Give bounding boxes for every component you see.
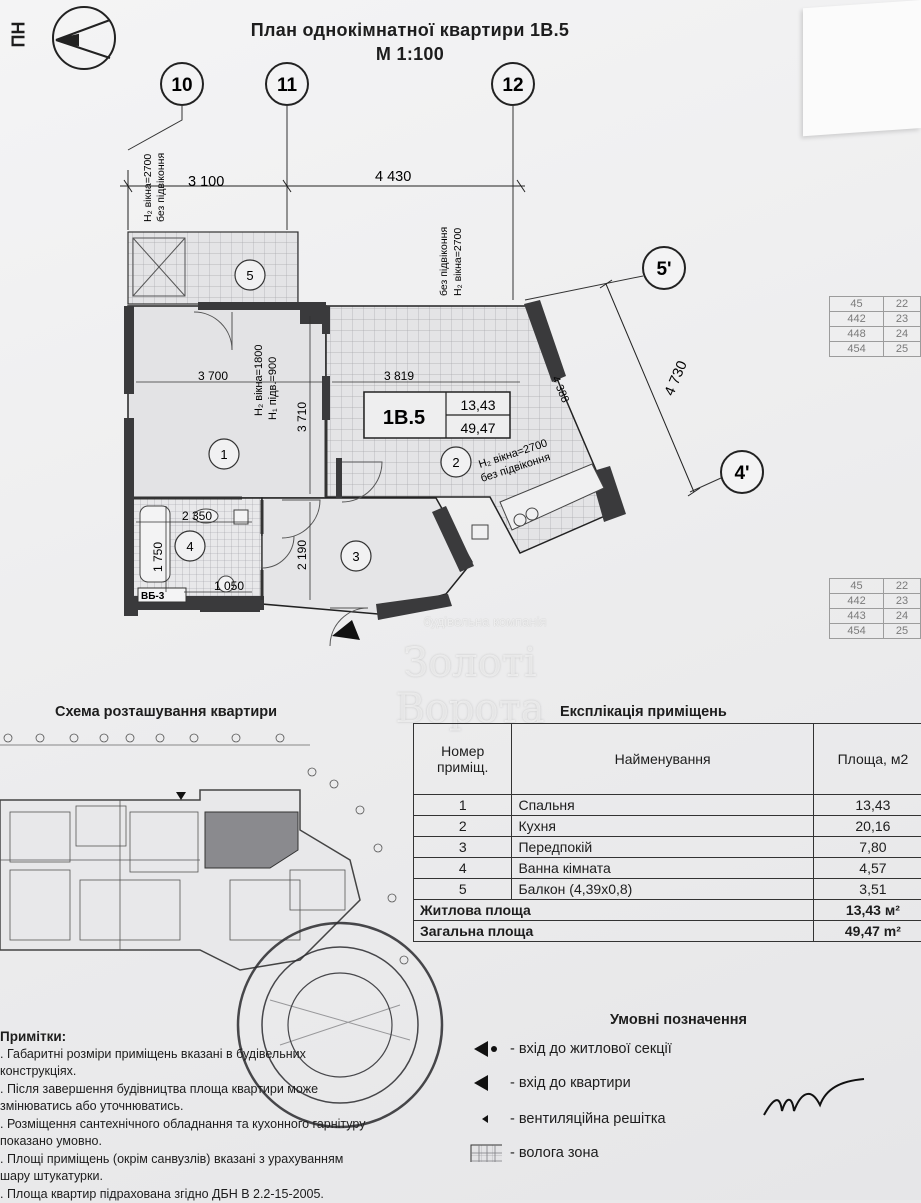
legend-apartment-entry: - вхід до квартири <box>470 1074 631 1092</box>
explication-title: Експлікація приміщень <box>560 704 727 720</box>
axis-5p: 5' <box>656 259 671 280</box>
note-3b: показано умовно. <box>0 1133 420 1151</box>
window-note-mid-1: без підвіконня <box>438 227 450 296</box>
apartment-entry-marker <box>332 620 360 640</box>
note-1b: конструкціях. <box>0 1063 420 1081</box>
apartment-total-area: 49,47 <box>460 420 495 436</box>
room-number-4: 4 <box>186 539 193 554</box>
header-name: Найменування <box>512 724 813 795</box>
apartment-code: 1В.5 <box>383 407 425 429</box>
note-4: . Площі приміщень (окрім санвузлів) вказ… <box>0 1151 420 1169</box>
axis-10: 10 <box>171 75 192 96</box>
room-number-3: 3 <box>352 549 359 564</box>
legend-section-entry: - вхід до житлової секції <box>470 1040 672 1058</box>
apartment-living-area: 13,43 <box>460 397 495 413</box>
axis-12: 12 <box>502 75 523 96</box>
dim-3819: 3 819 <box>384 369 414 383</box>
window-note-left-1: H₂ вікна=2700 <box>142 154 154 222</box>
dim-4730: 4 730 <box>662 359 691 399</box>
room-number-1: 1 <box>220 447 227 462</box>
legend-title: Умовні позначення <box>610 1012 747 1028</box>
room-number-2: 2 <box>452 455 459 470</box>
watermark-company: будівельна компанія <box>400 614 570 629</box>
section-entry-icon <box>470 1040 502 1058</box>
location-scheme <box>0 734 408 970</box>
window-note-room1-1: H₂ вікна=1800 <box>253 345 265 416</box>
window-note-mid-2: H₂ вікна=2700 <box>452 228 464 296</box>
note-5: . Площа квартир підрахована згідно ДБН В… <box>0 1186 420 1203</box>
legend-vent: - вентиляційна решітка <box>470 1110 666 1128</box>
dim-4430: 4 430 <box>375 169 411 185</box>
notes-block: Примітки: . Габаритні розміри приміщень … <box>0 1028 420 1203</box>
window-note-left-2: без підвіконня <box>155 153 167 222</box>
room-number-5: 5 <box>246 268 253 283</box>
note-1: . Габаритні розміри приміщень вказані в … <box>0 1046 420 1064</box>
wet-zone-icon <box>470 1144 502 1162</box>
dim-3100: 3 100 <box>188 174 224 190</box>
apartment-entry-icon <box>470 1074 502 1092</box>
legend-wet-zone: - волога зона <box>470 1144 599 1162</box>
dim-2350: 2 350 <box>182 509 212 523</box>
note-2b: змінюватись або уточнюватись. <box>0 1098 420 1116</box>
note-2: . Після завершення будівництва площа ква… <box>0 1081 420 1099</box>
window-note-room1-2: H₁ підв.=900 <box>267 357 279 420</box>
schema-title: Схема розташування квартири <box>55 704 277 720</box>
header-number: Номер приміщ. <box>414 724 512 795</box>
signature: Мп <box>760 1075 870 1125</box>
note-3: . Розміщення сантехнічного обладнання та… <box>0 1116 420 1134</box>
note-4b: шару штукатурки. <box>0 1168 420 1186</box>
dim-3710: 3 710 <box>295 402 309 432</box>
north-arrow-icon <box>53 7 115 69</box>
balcony-area <box>128 232 298 304</box>
axis-11: 11 <box>277 75 298 96</box>
vent-shaft-label: ВБ-3 <box>141 591 165 602</box>
notes-heading: Примітки: <box>0 1028 420 1046</box>
dim-2190: 2 190 <box>295 540 309 570</box>
dim-1050: 1 050 <box>214 579 244 593</box>
vent-grille-icon <box>470 1110 502 1128</box>
axis-4p: 4' <box>734 463 749 484</box>
dim-1750: 1 750 <box>151 542 165 572</box>
apartment-label: 1В.5 13,43 49,47 <box>364 392 510 438</box>
header-area: Площа, м2 <box>813 724 921 795</box>
dim-3700: 3 700 <box>198 369 228 383</box>
svg-text:Мп: Мп <box>800 1104 802 1106</box>
